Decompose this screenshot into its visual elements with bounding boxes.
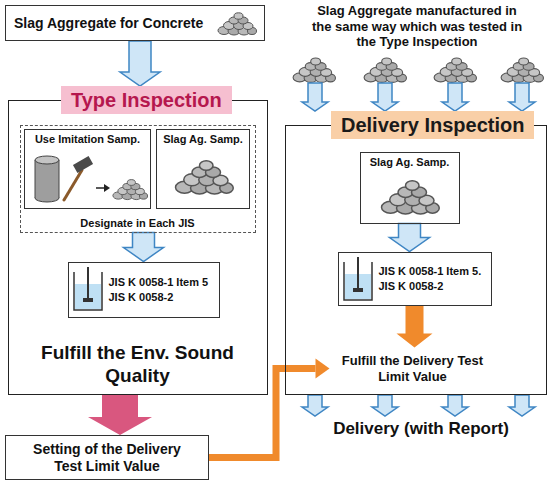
box-label: Slag Aggregate for Concrete [14, 15, 203, 31]
block-arrow [302, 395, 328, 416]
result-label: Fulfill the Delivery Test Limit Value [330, 353, 496, 384]
block-arrow [509, 395, 535, 416]
sample-box: Use Imitation Samp. [24, 129, 151, 209]
slag-pile-icon [434, 58, 476, 82]
box-label: Setting of the Delivery Test Limit Value [18, 441, 196, 475]
block-arrow [372, 395, 398, 416]
slag-pile-icon [364, 58, 406, 82]
output-text: Delivery (with Report) [316, 416, 526, 442]
result-label: Fulfill the Env. Sound Quality [25, 342, 251, 388]
flow-arrow [372, 395, 398, 416]
stirrer-shaft [87, 267, 89, 300]
slag-pile-icon [501, 58, 543, 82]
cylinder-body [35, 160, 59, 198]
stirrer-shaft [357, 257, 359, 290]
sample-box: Slag Ag. Samp. [360, 152, 460, 224]
box-label: Slag Ag. Samp. [163, 133, 243, 145]
flow-arrow [302, 83, 328, 111]
block-arrow [390, 224, 430, 252]
block-arrow [442, 395, 468, 416]
flow-arrow [209, 359, 330, 458]
box-label: Slag Ag. Samp. [370, 156, 450, 168]
box-label: Use Imitation Samp. [35, 133, 140, 145]
source-heading: Slag Aggregate manufactured in the same … [286, 3, 548, 83]
process-arrow-head [104, 184, 110, 192]
test-method-box: JIS K 0058-1 Item 5JIS K 0058-2 [68, 262, 220, 318]
block-arrow [397, 306, 433, 348]
stirrer-paddle [353, 288, 363, 292]
block-arrow [124, 233, 164, 262]
stirrer-paddle [83, 298, 93, 302]
flow-arrow [390, 224, 430, 252]
block-arrow [372, 83, 398, 111]
flow-arrow [372, 83, 398, 111]
slag-pile-icon [176, 161, 234, 194]
panel-heading: Delivery Inspection [331, 111, 534, 139]
sample-box: Slag Ag. Samp. [156, 129, 250, 209]
panel-heading: Type Inspection [61, 86, 232, 114]
flow-arrow [302, 395, 328, 416]
cylinder-side [35, 160, 36, 198]
flow-arrow [509, 83, 535, 111]
flow-arrow [442, 83, 468, 111]
block-arrow [509, 83, 535, 111]
test-method-box: JIS K 0058-1 Item 5.JIS K 0058-2 [338, 252, 492, 306]
arrow-head [316, 359, 330, 379]
result-text: Fulfill the Delivery Test Limit Value [330, 350, 496, 388]
sample-group: Use Imitation Samp. Slag Ag. Samp. Designa… [20, 125, 256, 233]
process-box: Setting of the Delivery Test Limit Value [5, 435, 209, 480]
standard-label: JIS K 0058-2 [379, 279, 487, 294]
slag-pile-icon [218, 13, 257, 35]
block-arrow [88, 395, 152, 435]
standard-label: JIS K 0058-2 [109, 290, 215, 305]
stirred-beaker-icon [74, 267, 102, 310]
hammer-handle [64, 170, 82, 200]
slag-pile-icon [382, 181, 440, 214]
stirred-beaker-icon [344, 257, 372, 300]
heading-text: Slag Aggregate manufactured in the same … [309, 3, 525, 50]
cylinder-top [35, 156, 59, 164]
hammer-head [73, 156, 93, 173]
flow-arrow [509, 395, 535, 416]
block-arrow [120, 41, 160, 86]
flow-arrow [397, 306, 433, 348]
inspection-panel: Use Imitation Samp. Slag Ag. Samp. Designa… [8, 100, 268, 395]
process-arrow-line [96, 187, 104, 189]
result-text: Fulfill the Env. Sound Quality [25, 340, 251, 390]
output-label: Delivery (with Report) [333, 419, 509, 439]
block-arrow [442, 83, 468, 111]
cylinder-side [59, 160, 60, 198]
process-box: Slag Aggregate for Concrete [5, 5, 265, 41]
arrow-body [209, 369, 316, 458]
slag-pile-icon [293, 58, 335, 82]
flow-arrow [442, 395, 468, 416]
group-label: Designate in Each JIS [80, 217, 194, 229]
inspection-panel: Slag Ag. Samp. JIS K 0058-1 Item 5.JIS K … [285, 125, 547, 395]
flow-arrow [88, 395, 152, 435]
crushed-pieces-icon [113, 180, 148, 200]
flow-arrow [124, 233, 164, 262]
standard-label: JIS K 0058-1 Item 5 [109, 275, 215, 290]
flow-arrow [120, 41, 160, 86]
imitation-sample-icon [35, 156, 110, 202]
block-arrow [302, 83, 328, 111]
standard-label: JIS K 0058-1 Item 5. [379, 264, 487, 279]
